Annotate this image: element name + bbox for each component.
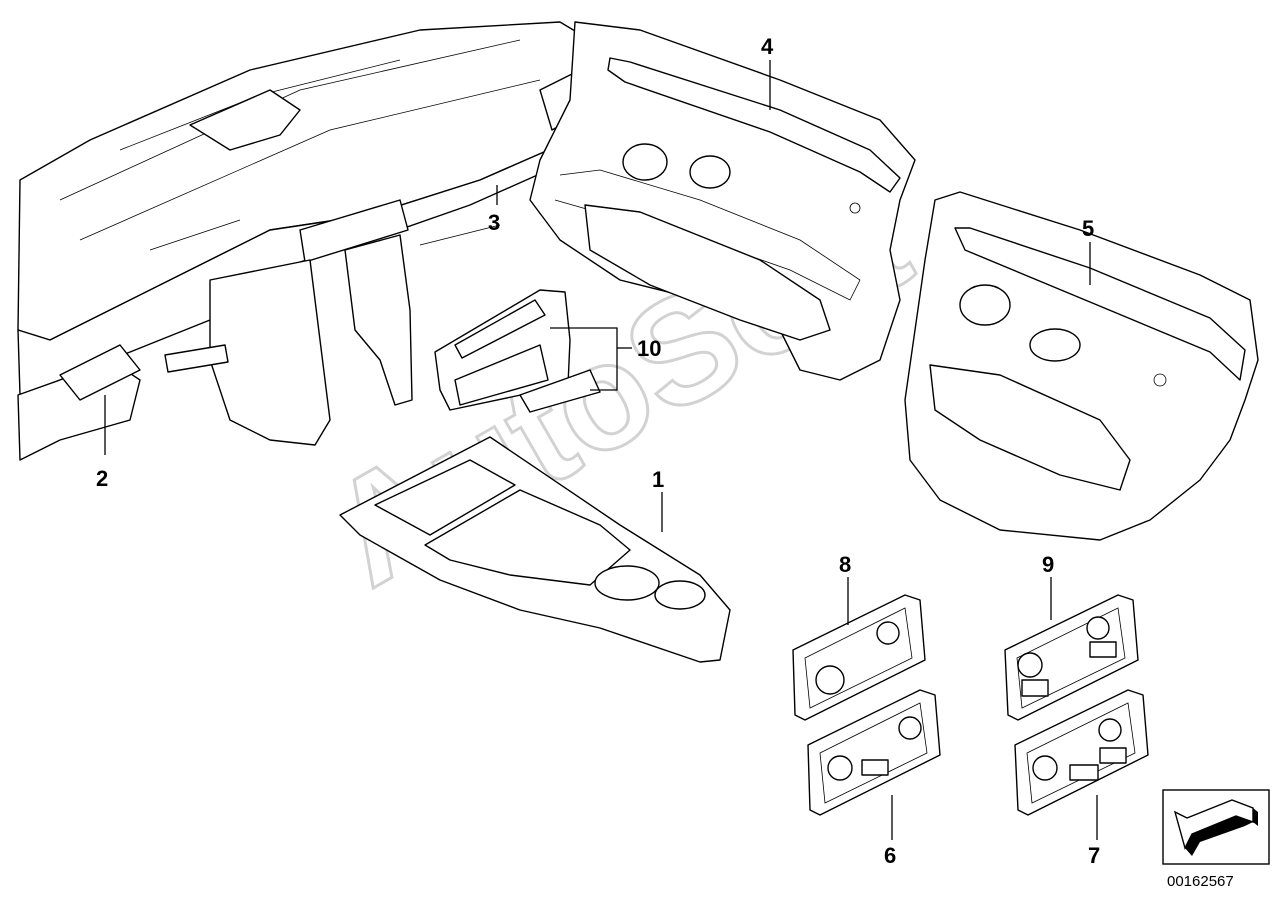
trim-plate-8 bbox=[792, 594, 926, 721]
callout-3: 3 bbox=[488, 210, 500, 235]
centre-console-trim bbox=[339, 436, 731, 663]
callout-9: 9 bbox=[1042, 552, 1054, 577]
callout-4: 4 bbox=[761, 34, 774, 59]
radio-panel-trim bbox=[434, 289, 601, 413]
callout-1: 1 bbox=[652, 467, 664, 492]
trim-plate-7 bbox=[1014, 689, 1149, 816]
callout-10: 10 bbox=[637, 336, 661, 361]
trim-plate-9 bbox=[1004, 594, 1139, 721]
trim-plate-6 bbox=[807, 689, 941, 816]
document-number: 00162567 bbox=[1167, 873, 1234, 890]
callout-5: 5 bbox=[1082, 216, 1094, 241]
callout-8: 8 bbox=[839, 552, 851, 577]
callout-7: 7 bbox=[1088, 843, 1100, 868]
leader-lines bbox=[104, 60, 1098, 840]
callout-6: 6 bbox=[884, 843, 896, 868]
callout-2: 2 bbox=[96, 466, 108, 491]
direction-arrow-icon bbox=[1162, 789, 1270, 865]
callout-labels: 1 2 3 4 5 6 7 8 9 10 bbox=[96, 34, 1100, 868]
rear-door-panel bbox=[904, 191, 1259, 541]
front-door-panel bbox=[529, 21, 916, 381]
